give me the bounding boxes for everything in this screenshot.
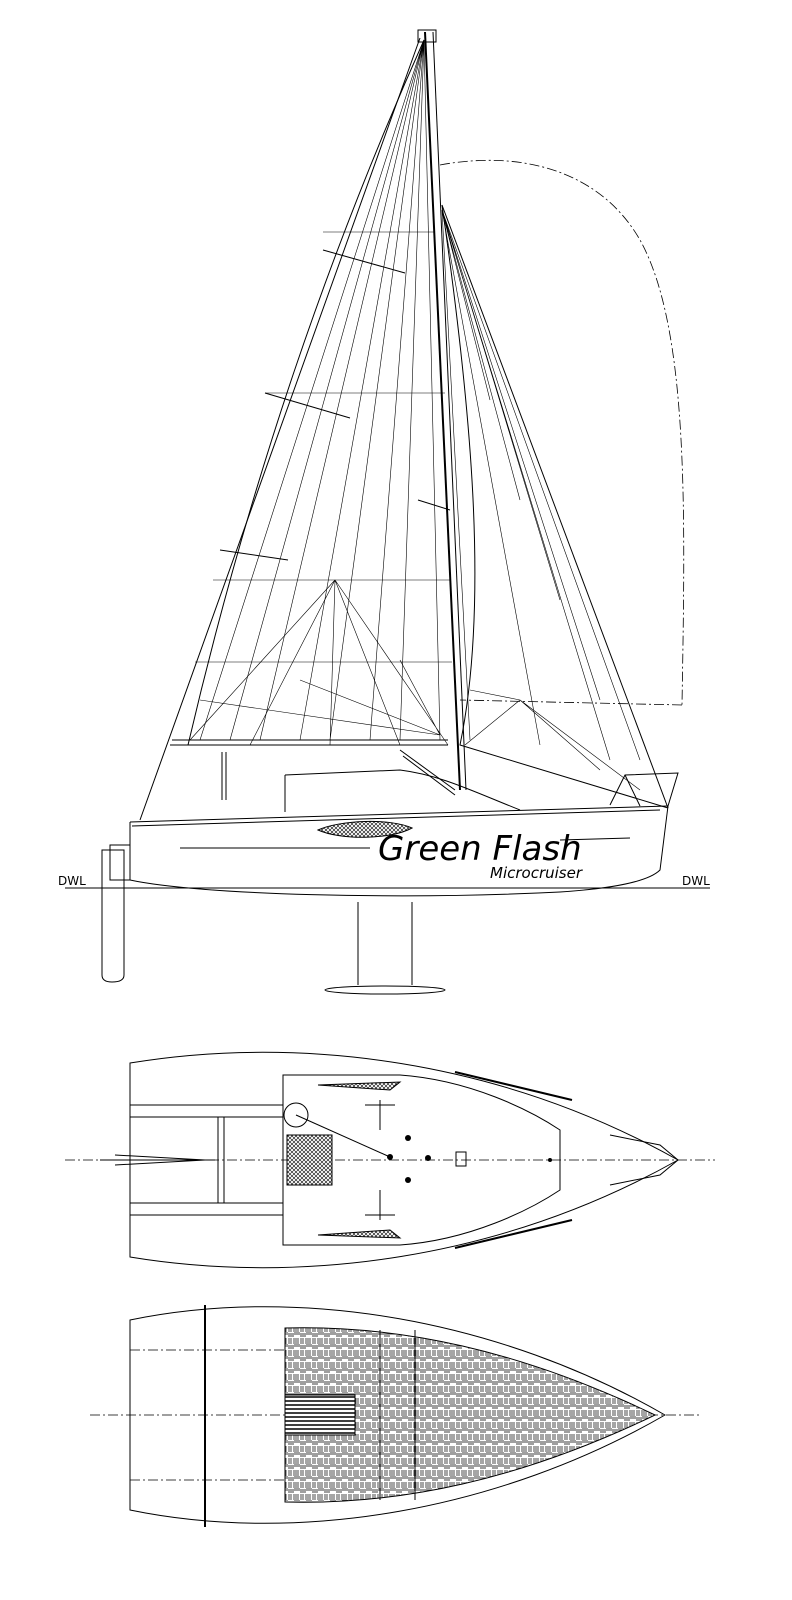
- forestay: [441, 204, 669, 809]
- keel: [324, 902, 446, 995]
- cabin: [284, 769, 521, 838]
- interior-plan: [90, 1305, 700, 1527]
- jib: [399, 204, 669, 809]
- waterline: DWL DWL: [58, 874, 710, 889]
- mast: [417, 29, 467, 791]
- boat-subtitle: Microcruiser: [490, 864, 583, 882]
- backstay: [139, 37, 421, 821]
- mainsail: [170, 39, 452, 800]
- spinnaker-outline: [439, 159, 685, 706]
- rudder: [101, 844, 131, 983]
- boat-name: Green Flash: [378, 829, 582, 869]
- deck-plan: [65, 1051, 715, 1269]
- dwl-label-left: DWL: [58, 874, 86, 888]
- pulpit: [609, 772, 679, 807]
- dwl-label-right: DWL: [682, 874, 710, 888]
- side-profile: Green Flash Microcruiser DWL DWL: [58, 29, 710, 995]
